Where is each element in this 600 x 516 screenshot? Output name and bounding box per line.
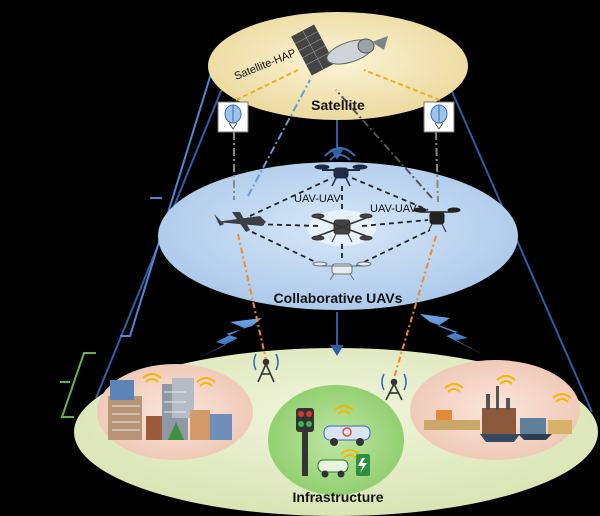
signal-tower-icon-right	[381, 373, 407, 401]
downlink-bolt-left	[198, 318, 262, 358]
hap-balloon-icon-right	[423, 101, 455, 133]
uav-layer-title: Collaborative UAVs	[274, 290, 403, 306]
port-ships-icon	[424, 386, 572, 442]
uav-ground-links	[237, 233, 437, 379]
car-icon-top	[323, 425, 371, 446]
buildings-icon	[108, 378, 232, 440]
left-bracket-green	[60, 352, 96, 418]
drone-icon-right	[413, 207, 461, 233]
downlink-bolt-right	[420, 314, 486, 356]
drone-icon-bottom	[312, 261, 372, 281]
wifi-icon-city	[142, 373, 216, 387]
satellite-layer	[208, 12, 468, 120]
hap-balloon-icon-left	[217, 101, 249, 133]
hexacopter-icon	[311, 213, 373, 243]
uav-uav-label-right: UAV-UAV	[370, 203, 417, 215]
satellite-layer-title: Satellite	[311, 97, 365, 113]
signal-tower-icon-left	[253, 353, 279, 383]
charging-station-icon	[356, 454, 370, 476]
uav-uav-label-left: UAV-UAV	[294, 193, 341, 205]
car-icon-bottom	[317, 459, 349, 478]
wifi-icon-port	[444, 375, 572, 403]
wifi-icon-traffic	[334, 405, 360, 459]
satellite-hap-links	[233, 69, 441, 203]
drone-icon-top	[314, 147, 368, 187]
fixed-wing-uav-icon	[214, 212, 266, 232]
traffic-light-icon	[296, 408, 314, 476]
satellite-icon	[291, 24, 388, 76]
infrastructure-layer-title: Infrastructure	[292, 489, 383, 505]
